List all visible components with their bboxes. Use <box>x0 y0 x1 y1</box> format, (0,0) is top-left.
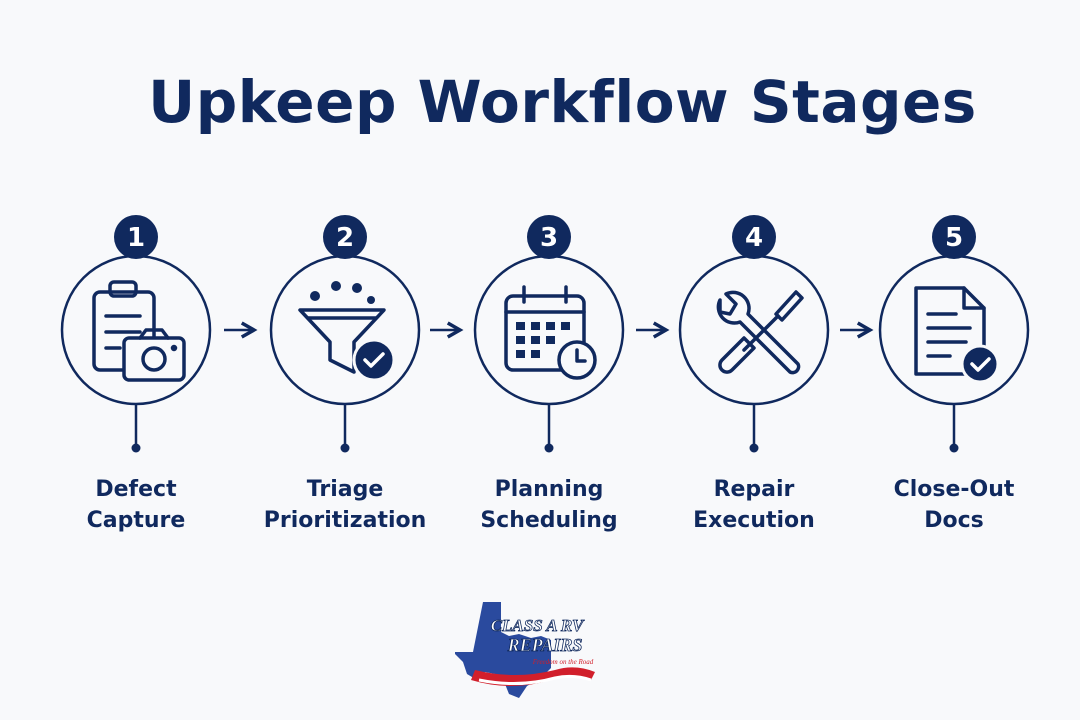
step-3-label-line2: Scheduling <box>480 508 618 533</box>
step-3-label-line1: Planning <box>494 477 604 502</box>
funnel-check-icon <box>298 281 396 382</box>
page-title: Upkeep Workflow Stages <box>148 68 977 136</box>
logo-line2: REPAIRS <box>507 635 583 655</box>
step-1-label-line1: Defect <box>95 477 177 502</box>
step-1-label: Defect Capture <box>46 474 226 536</box>
step-1: 1 <box>60 215 212 453</box>
clipboard-camera-icon <box>92 280 186 382</box>
step-4-label-line2: Execution <box>693 508 815 533</box>
step-2-number: 2 <box>336 223 354 253</box>
step-3-number: 3 <box>540 223 558 253</box>
step-2-label: Triage Prioritization <box>255 474 435 536</box>
step-4: 4 <box>678 215 830 453</box>
step-5-number: 5 <box>945 223 963 253</box>
step-5-label-line1: Close-Out <box>893 477 1015 502</box>
step-4-label: Repair Execution <box>664 474 844 536</box>
logo-tagline: Freedom on the Road <box>532 658 594 666</box>
step-2-label-line2: Prioritization <box>263 508 427 533</box>
step-5-label: Close-Out Docs <box>864 474 1044 536</box>
step-3-label: Planning Scheduling <box>459 474 639 536</box>
step-4-label-line1: Repair <box>713 477 795 502</box>
step-1-label-line2: Capture <box>86 508 186 533</box>
logo-line1: CLASS A RV <box>491 616 585 635</box>
calendar-clock-icon <box>504 285 597 380</box>
document-check-icon <box>914 286 1000 384</box>
step-4-number: 4 <box>745 223 763 253</box>
step-2: 2 <box>269 215 421 453</box>
step-1-number: 1 <box>127 223 145 253</box>
texas-flag-logo: CLASS A RV REPAIRS Freedom on the Road <box>455 602 595 698</box>
step-5: 5 <box>878 215 1030 453</box>
wrench-screwdriver-icon <box>716 290 804 375</box>
step-5-label-line2: Docs <box>924 508 984 533</box>
step-3: 3 <box>473 215 625 453</box>
step-2-label-line1: Triage <box>306 477 384 502</box>
